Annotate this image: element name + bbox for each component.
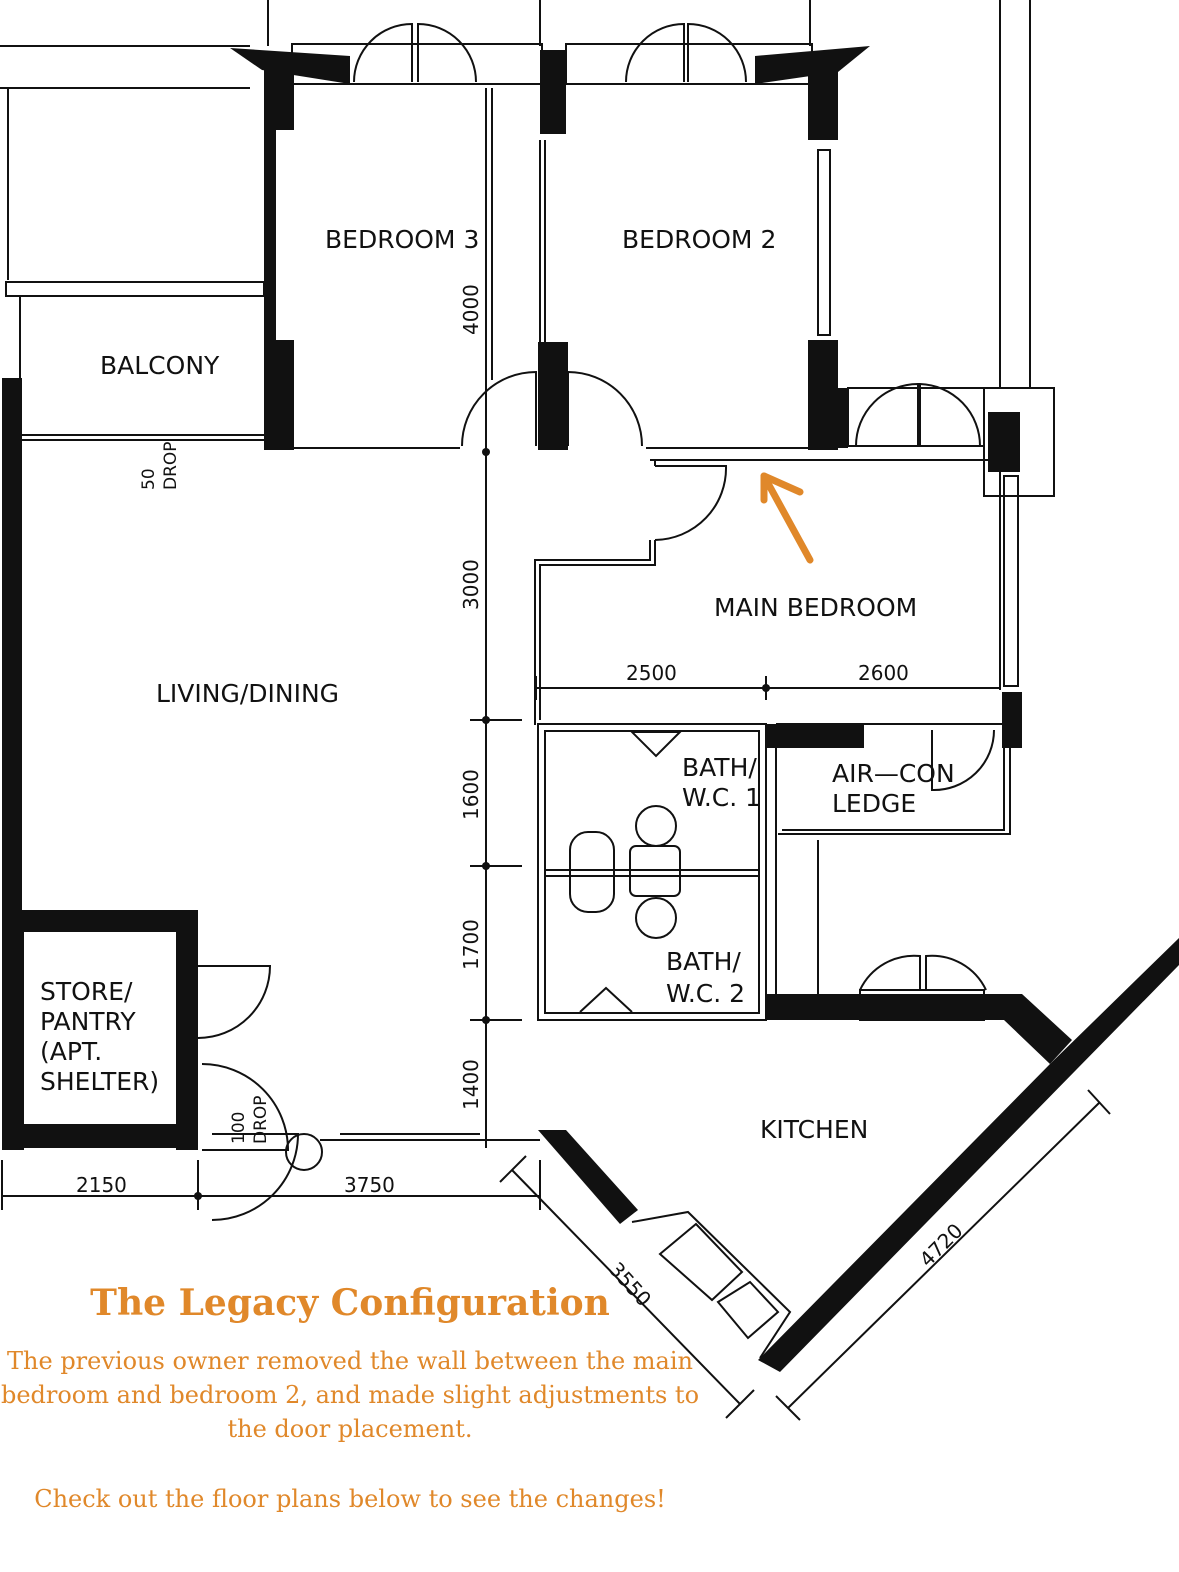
dim-2500: 2500 [626, 661, 677, 685]
label-aircon-line2: LEDGE [832, 789, 916, 818]
label-balcony: BALCONY [100, 351, 220, 380]
label-bedroom3: BEDROOM 3 [325, 225, 479, 254]
thick-walls [2, 46, 1179, 1372]
caption-title: The Legacy Configuration [90, 1282, 610, 1324]
dim-2150: 2150 [76, 1173, 127, 1197]
label-store-line4: SHELTER) [40, 1067, 159, 1096]
drop-50-value: 50 [139, 468, 159, 490]
label-bedroom2: BEDROOM 2 [622, 225, 776, 254]
label-kitchen: KITCHEN [760, 1115, 868, 1144]
windows [291, 22, 987, 1021]
label-bath1-line2: W.C. 1 [682, 783, 761, 812]
label-store-line2: PANTRY [40, 1007, 136, 1036]
label-living-dining: LIVING/DINING [156, 679, 339, 708]
sanitary-fixtures [569, 805, 681, 939]
drop-100-value: 100 [229, 1112, 249, 1144]
label-store-line3: (APT. [40, 1037, 102, 1066]
label-bath2-line1: BATH/ [666, 947, 741, 976]
dim-1600: 1600 [459, 769, 483, 820]
label-bath1-line1: BATH/ [682, 753, 757, 782]
dim-3750: 3750 [344, 1173, 395, 1197]
doors [197, 370, 995, 1221]
caption-body: The previous owner removed the wall betw… [0, 1347, 700, 1443]
label-aircon-line1: AIR—CON [832, 759, 955, 788]
arrow-icon [760, 472, 814, 564]
caption-cta: Check out the floor plans below to see t… [34, 1485, 666, 1513]
dim-3000: 3000 [459, 559, 483, 610]
dimension-ticks [194, 448, 770, 1200]
dim-1700: 1700 [459, 919, 483, 970]
dim-2600: 2600 [858, 661, 909, 685]
dim-1400: 1400 [459, 1059, 483, 1110]
dimension-lines [1, 450, 1111, 1421]
label-store-line1: STORE/ [40, 977, 133, 1006]
drop-50-label: DROP [161, 441, 181, 490]
label-bath2-line2: W.C. 2 [666, 979, 745, 1008]
drop-100-label: DROP [251, 1095, 271, 1144]
label-main-bedroom: MAIN BEDROOM [714, 593, 917, 622]
dim-4000: 4000 [459, 284, 483, 335]
